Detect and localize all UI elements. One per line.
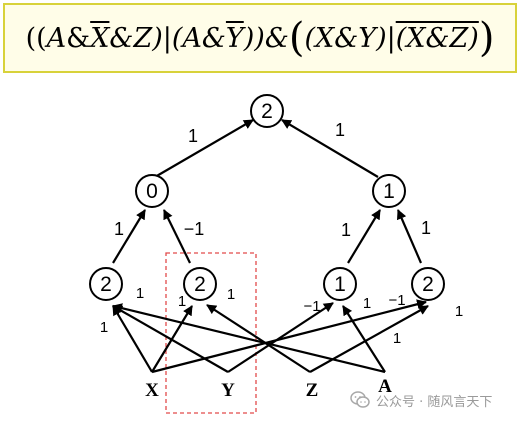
formula-seg-xy: (X&Y)| (304, 22, 396, 54)
input-y: Y (221, 380, 235, 401)
edge-a-b1 (112, 303, 386, 374)
weight-mr-left: 1 (341, 220, 351, 240)
weight-ml-left: 1 (114, 219, 124, 239)
node-top (250, 94, 284, 128)
edge-b1-midleft (112, 209, 146, 264)
weight-b3-b: 1 (363, 295, 371, 312)
node-b1 (89, 267, 123, 301)
node-b2-value: 2 (194, 273, 206, 296)
node-top-value: 2 (261, 100, 273, 123)
weight-b4-a: −1 (388, 292, 405, 309)
weight-b1-a: 1 (136, 285, 144, 302)
edge-z-b2 (206, 304, 311, 373)
node-mid-left (135, 174, 169, 208)
weight-b2-b: 1 (227, 286, 235, 303)
formula-seg-z-a: &Z)|(A& (109, 22, 226, 54)
weight-top-right: 1 (335, 120, 345, 140)
node-mid-right (372, 174, 406, 208)
edge-b3-midright (347, 209, 381, 264)
edge-a-b3 (342, 305, 386, 373)
wechat-icon (350, 391, 370, 408)
weight-mr-right: 1 (421, 218, 431, 238)
formula-open-parens: (( (25, 22, 47, 54)
node-b4-value: 2 (422, 273, 434, 296)
weight-b4-c: 1 (393, 330, 401, 347)
node-b2 (183, 267, 217, 301)
node-b4 (411, 267, 445, 301)
formula-big-open-paren: ( (288, 15, 305, 61)
formula-var-a: A (46, 22, 67, 54)
node-mid-right-value: 1 (383, 180, 395, 203)
node-b3 (323, 267, 357, 301)
edge-y-b3 (227, 302, 334, 373)
formula-not-y: Y (225, 22, 244, 54)
edge-b4-midright (396, 209, 423, 264)
watermark-text: 公众号 · 随风言天下 (376, 394, 493, 410)
weight-b2-a: 1 (178, 293, 186, 310)
formula-and: & (66, 22, 91, 54)
weight-b4-b: 1 (455, 303, 463, 320)
node-b3-value: 1 (334, 273, 346, 296)
formula-not-x: X (90, 22, 110, 54)
edge-b2-midleft (163, 209, 191, 264)
formula: (( A & X &Z)|(A& Y ))& ( (X&Y)| (X&Z) ) (5, 5, 515, 71)
weight-top-left: 1 (188, 126, 198, 146)
weight-b1-b: 1 (100, 319, 108, 336)
input-z: Z (306, 380, 319, 401)
watermark: 公众号 · 随风言天下 (350, 388, 492, 412)
weight-b3-a: −1 (303, 298, 320, 315)
edge-midleft-top (154, 119, 254, 178)
highlight-box (165, 252, 257, 414)
formula-not-xz: (X&Z) (395, 22, 479, 54)
node-b1-value: 2 (100, 273, 112, 296)
edge-x-b4 (151, 299, 427, 374)
input-x: X (145, 380, 159, 401)
formula-box: (( A & X &Z)|(A& Y ))& ( (X&Y)| (X&Z) ) (3, 3, 517, 73)
edge-x-b1 (112, 305, 153, 373)
node-mid-left-value: 0 (146, 180, 158, 203)
edge-y-b1 (112, 305, 229, 373)
edge-midright-top (281, 119, 379, 178)
formula-seg-close-and: ))& (243, 22, 289, 54)
weight-ml-right: −1 (184, 219, 205, 239)
formula-big-close-paren: ) (478, 15, 495, 61)
edge-z-b4 (309, 305, 429, 373)
input-a: A (378, 376, 392, 397)
